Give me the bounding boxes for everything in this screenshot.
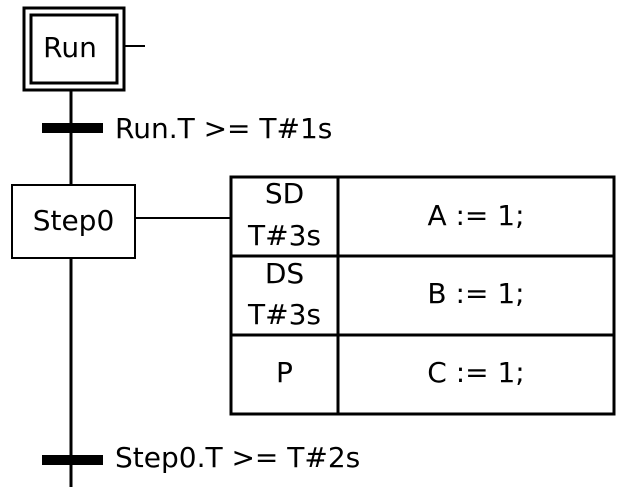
action-qualifier: DS bbox=[265, 257, 304, 290]
step0-box bbox=[11, 184, 136, 259]
transition-1[interactable]: Run.T >= T#1s bbox=[42, 112, 332, 145]
action-block-border bbox=[229, 175, 616, 416]
step-step0[interactable]: Step0 bbox=[11, 184, 136, 259]
initial-step-inner-border bbox=[29, 13, 119, 85]
action-block: SD T#3s A := 1; DS T#3s B := 1; P C := 1… bbox=[229, 175, 616, 416]
initial-step-run[interactable]: Run bbox=[22, 6, 126, 92]
action-qualifier: SD bbox=[265, 177, 304, 210]
action-qualifier-time: T#3s bbox=[247, 298, 321, 331]
initial-step-label: Run bbox=[43, 31, 97, 64]
action-row[interactable]: P C := 1; bbox=[276, 356, 525, 389]
action-qualifier: P bbox=[276, 356, 293, 389]
action-row[interactable]: SD T#3s A := 1; bbox=[247, 177, 525, 252]
transition-2[interactable]: Step0.T >= T#2s bbox=[42, 441, 360, 474]
step0-label: Step0 bbox=[33, 204, 115, 237]
action-qualifier-time: T#3s bbox=[247, 219, 321, 252]
initial-step-outer-border bbox=[22, 6, 126, 92]
action-code: A := 1; bbox=[427, 199, 524, 232]
transition-1-condition: Run.T >= T#1s bbox=[115, 112, 332, 145]
action-code: B := 1; bbox=[427, 277, 524, 310]
transition-2-bar bbox=[42, 455, 103, 465]
transition-1-bar bbox=[42, 123, 103, 133]
transition-2-condition: Step0.T >= T#2s bbox=[115, 441, 360, 474]
action-row[interactable]: DS T#3s B := 1; bbox=[247, 257, 525, 331]
action-code: C := 1; bbox=[427, 356, 525, 389]
